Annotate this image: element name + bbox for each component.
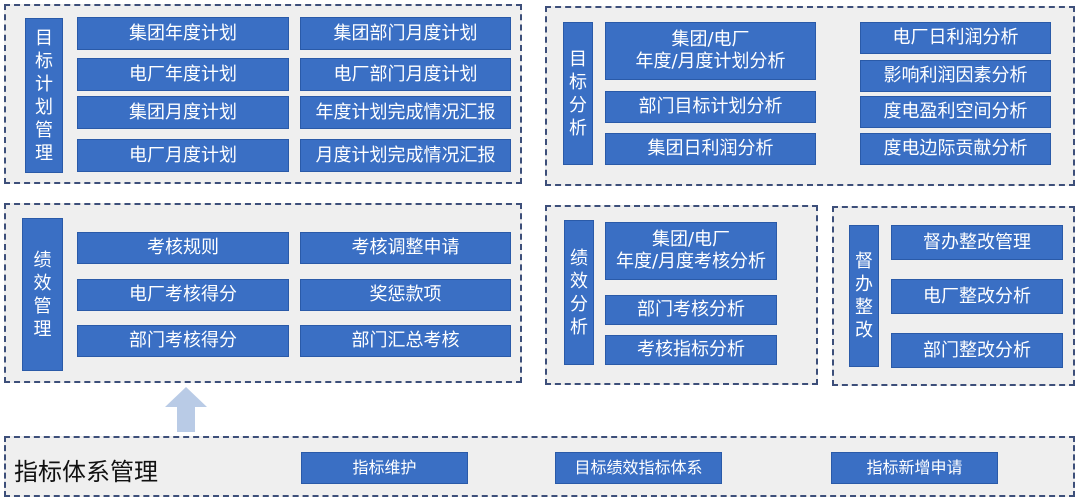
target-analysis-label: 目标分析 (563, 22, 593, 165)
target-analysis-right-item-1[interactable]: 电厂日利润分析 (860, 22, 1051, 54)
target-plan-item-8[interactable]: 月度计划完成情况汇报 (300, 139, 511, 172)
target-plan-item-3[interactable]: 电厂年度计划 (77, 58, 289, 91)
indicator-system-title: 指标体系管理 (14, 458, 158, 486)
performance-item-6[interactable]: 部门汇总考核 (300, 325, 511, 357)
performance-analysis-item-2[interactable]: 部门考核分析 (605, 295, 777, 325)
supervision-label: 督办整改 (849, 225, 879, 367)
performance-analysis-label: 绩效分析 (564, 220, 594, 365)
target-plan-item-6[interactable]: 年度计划完成情况汇报 (300, 96, 511, 129)
performance-item-2[interactable]: 考核调整申请 (300, 232, 511, 264)
target-plan-item-2[interactable]: 集团部门月度计划 (300, 17, 511, 50)
target-analysis-right-item-4[interactable]: 度电边际贡献分析 (860, 133, 1051, 165)
target-plan-item-7[interactable]: 电厂月度计划 (77, 139, 289, 172)
supervision-item-1[interactable]: 督办整改管理 (891, 225, 1063, 260)
performance-item-5[interactable]: 部门考核得分 (77, 325, 289, 357)
indicator-system-item-3[interactable]: 指标新增申请 (831, 452, 998, 484)
performance-item-4[interactable]: 奖惩款项 (300, 279, 511, 311)
target-analysis-right-item-2[interactable]: 影响利润因素分析 (860, 60, 1051, 92)
target-plan-item-5[interactable]: 集团月度计划 (77, 96, 289, 129)
performance-label: 绩效管理 (22, 218, 63, 371)
target-plan-label: 目标计划管理 (25, 18, 63, 173)
up-arrow-icon (165, 387, 207, 432)
supervision-item-3[interactable]: 部门整改分析 (891, 333, 1063, 368)
indicator-system-item-2[interactable]: 目标绩效指标体系 (555, 452, 722, 484)
target-analysis-right-item-3[interactable]: 度电盈利空间分析 (860, 96, 1051, 128)
performance-analysis-item-3[interactable]: 考核指标分析 (605, 335, 777, 365)
indicator-system-item-1[interactable]: 指标维护 (301, 452, 468, 484)
performance-analysis-item-1[interactable]: 集团/电厂 年度/月度考核分析 (605, 222, 777, 280)
supervision-item-2[interactable]: 电厂整改分析 (891, 279, 1063, 314)
target-analysis-left-item-1[interactable]: 集团/电厂 年度/月度计划分析 (605, 22, 816, 80)
target-analysis-left-item-3[interactable]: 集团日利润分析 (605, 133, 816, 165)
target-plan-item-1[interactable]: 集团年度计划 (77, 17, 289, 50)
target-plan-item-4[interactable]: 电厂部门月度计划 (300, 58, 511, 91)
performance-item-1[interactable]: 考核规则 (77, 232, 289, 264)
performance-item-3[interactable]: 电厂考核得分 (77, 279, 289, 311)
target-analysis-left-item-2[interactable]: 部门目标计划分析 (605, 91, 816, 123)
